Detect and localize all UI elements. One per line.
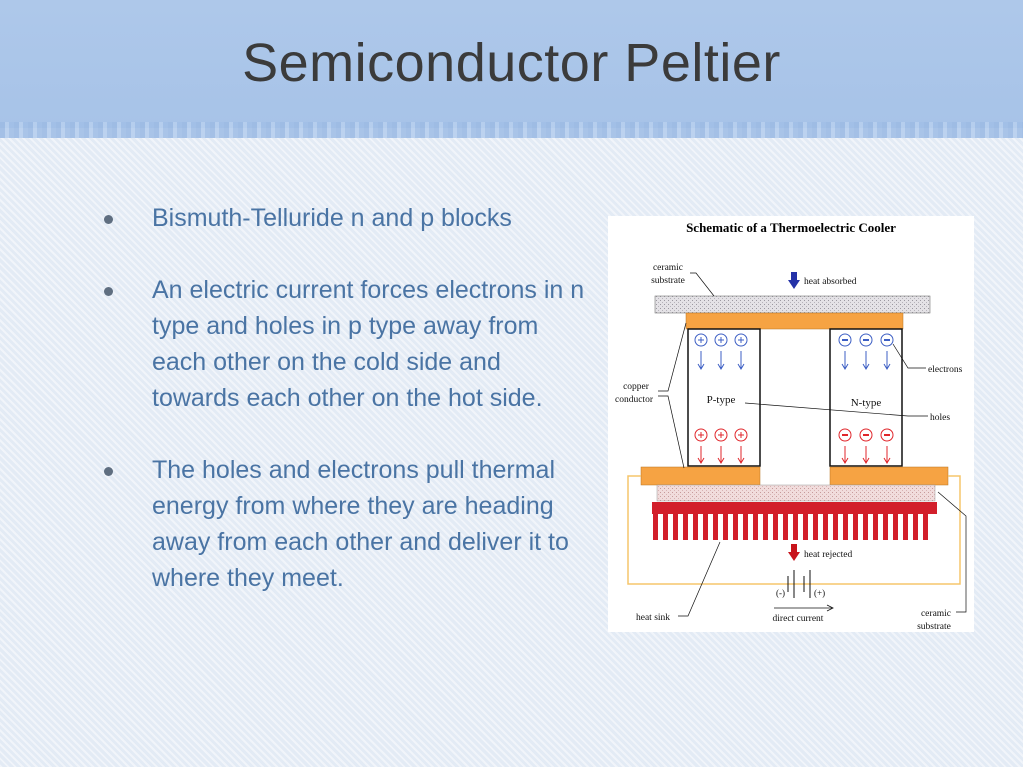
- ceramic-top-label-line2: substrate: [651, 276, 685, 286]
- bullet-item: The holes and electrons pull thermal ene…: [100, 452, 590, 596]
- bullet-item: An electric current forces electrons in …: [100, 272, 590, 416]
- figure-title: Schematic of a Thermoelectric Cooler: [686, 220, 896, 235]
- copper-leader-top: [658, 322, 687, 392]
- ceramic-bottom-label-line1: ceramic: [921, 609, 951, 619]
- p-type-label: P-type: [707, 394, 736, 406]
- electrons-bottom-group: [838, 428, 894, 464]
- heat-sink-label: heat sink: [636, 613, 670, 623]
- holes-label: holes: [930, 413, 950, 423]
- heat-sink-leader: [678, 541, 721, 617]
- battery-plus-label: (+): [814, 588, 825, 598]
- ceramic-top-label-line1: ceramic: [653, 263, 683, 273]
- top-ceramic-substrate: [654, 295, 931, 314]
- current-arrowhead-icon: [826, 604, 834, 612]
- ceramic-bottom-leader: [937, 491, 967, 613]
- heat-sink-fins: [653, 514, 928, 540]
- thermoelectric-cooler-schematic: Schematic of a Thermoelectric Cooler hea…: [608, 216, 974, 632]
- holes-leader: [744, 402, 928, 417]
- p-type-block: [687, 328, 761, 467]
- header-band: [0, 0, 1023, 128]
- bullet-text: Bismuth-Telluride n and p blocks: [152, 204, 512, 232]
- copper-leader-bottom: [658, 395, 685, 469]
- bottom-copper-conductor-left: [640, 466, 761, 486]
- heat-absorbed-arrow-icon: [788, 272, 800, 289]
- electrons-top-group: [838, 333, 894, 370]
- bullet-list: Bismuth-Telluride n and p blocks An elec…: [100, 200, 590, 632]
- holes-top-group: [694, 333, 748, 370]
- top-copper-conductor: [685, 312, 904, 330]
- bullet-item: Bismuth-Telluride n and p blocks: [100, 200, 590, 236]
- holes-bottom-group: [694, 428, 748, 464]
- slide-title: Semiconductor Peltier: [242, 33, 781, 93]
- heat-rejected-label: heat rejected: [804, 550, 853, 560]
- heat-absorbed-label: heat absorbed: [804, 277, 857, 287]
- heat-sink-base: [652, 502, 937, 514]
- ceramic-bottom-label-line2: substrate: [917, 622, 951, 632]
- heat-rejected-arrow-icon: [788, 544, 800, 561]
- bullet-dot-icon: [104, 287, 113, 296]
- n-type-label: N-type: [851, 397, 882, 409]
- bullet-dot-icon: [104, 215, 113, 224]
- battery-icon: [787, 570, 811, 598]
- header-edge: [0, 122, 1023, 138]
- electrons-leader: [892, 343, 926, 369]
- direct-current-label: direct current: [773, 614, 824, 624]
- schematic-svg: Schematic of a Thermoelectric Cooler hea…: [615, 220, 967, 632]
- ceramic-top-leader: [690, 272, 715, 297]
- bottom-ceramic-substrate: [656, 484, 936, 502]
- copper-label-line1: copper: [623, 382, 650, 392]
- bullet-text: An electric current forces electrons in …: [152, 276, 585, 412]
- bullet-dot-icon: [104, 467, 113, 476]
- bottom-copper-conductor-right: [829, 466, 949, 486]
- bullet-text: The holes and electrons pull thermal ene…: [152, 456, 569, 592]
- battery-minus-label: (-): [776, 588, 785, 598]
- copper-label-line2: conductor: [615, 395, 654, 405]
- electrons-label: electrons: [928, 365, 963, 375]
